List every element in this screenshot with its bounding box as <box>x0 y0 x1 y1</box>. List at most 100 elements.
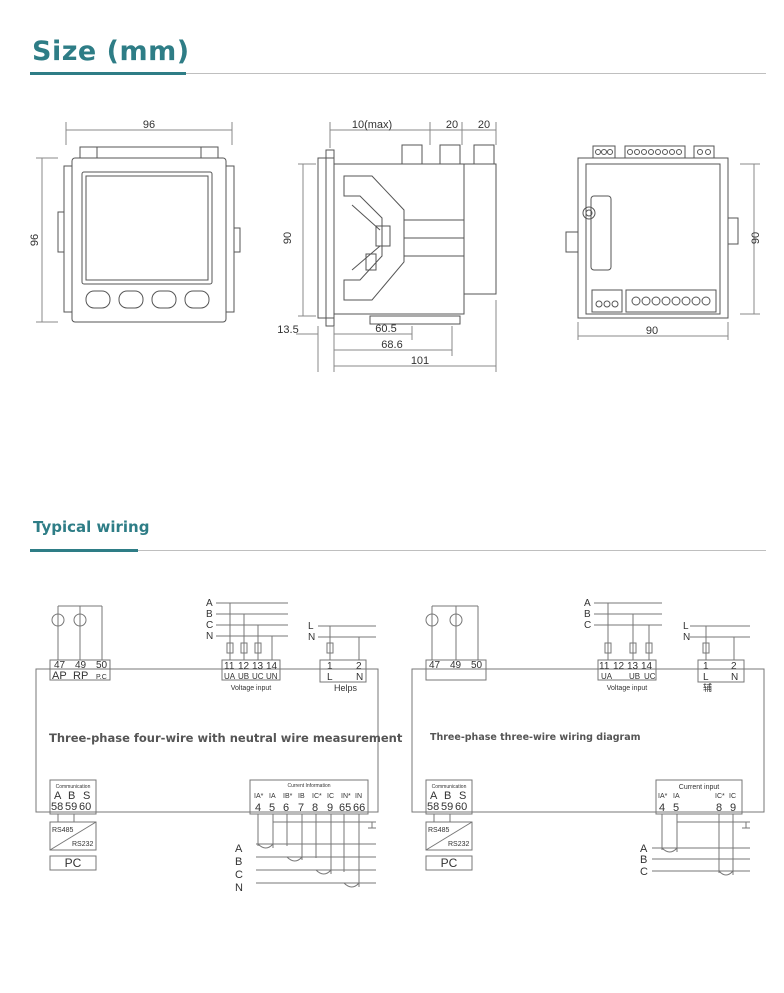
svg-text:L: L <box>703 672 709 683</box>
svg-text:IN*: IN* <box>341 793 351 800</box>
svg-text:IA: IA <box>269 793 276 800</box>
svg-text:B: B <box>68 790 75 802</box>
svg-text:N: N <box>235 882 243 894</box>
svg-text:UA: UA <box>601 672 613 681</box>
svg-text:N: N <box>731 672 738 683</box>
svg-text:Current Information: Current Information <box>287 783 330 789</box>
caption-three-wire: Three-phase three-wire wiring diagram <box>430 732 641 743</box>
svg-text:S: S <box>83 790 90 802</box>
svg-text:A: A <box>235 843 243 855</box>
svg-text:IC*: IC* <box>312 793 322 800</box>
svg-text:13: 13 <box>627 661 639 672</box>
svg-text:IB: IB <box>298 793 305 800</box>
svg-text:B: B <box>206 609 213 620</box>
svg-text:47: 47 <box>54 660 66 671</box>
svg-text:PC: PC <box>441 856 458 870</box>
svg-text:5: 5 <box>673 802 679 814</box>
svg-text:UB: UB <box>238 672 249 681</box>
svg-text:Current input: Current input <box>679 784 720 791</box>
svg-text:6: 6 <box>283 802 289 814</box>
svg-text:RS232: RS232 <box>448 841 470 848</box>
svg-text:B: B <box>444 790 451 802</box>
svg-text:IA*: IA* <box>658 793 668 800</box>
svg-text:L: L <box>683 621 689 632</box>
svg-text:UA: UA <box>224 672 236 681</box>
svg-text:60: 60 <box>455 801 467 813</box>
back-width-dim: 90 <box>646 325 658 337</box>
svg-text:UN: UN <box>266 672 278 681</box>
wiring-heading: Typical wiring <box>33 518 150 536</box>
side-seg2-dim: 20 <box>478 119 490 131</box>
svg-text:9: 9 <box>327 802 333 814</box>
svg-text:C: C <box>235 869 243 881</box>
svg-text:8: 8 <box>716 802 722 814</box>
wiring-diagram-three-wire: 47 49 50 A B C L N 11 12 13 14 UA UB UC … <box>411 598 765 878</box>
wiring-diagram-four-wire: 47 49 50 AP RP P.C A B C N L N 11 12 13 … <box>35 598 403 894</box>
svg-text:N: N <box>356 672 363 683</box>
svg-text:IB*: IB* <box>283 793 293 800</box>
svg-text:60: 60 <box>79 801 91 813</box>
svg-text:N: N <box>308 632 315 643</box>
svg-text:4: 4 <box>255 802 261 814</box>
svg-text:11: 11 <box>224 661 235 672</box>
side-seg1-dim: 20 <box>446 119 458 131</box>
svg-text:IC*: IC* <box>715 793 725 800</box>
svg-text:RS485: RS485 <box>428 827 450 834</box>
svg-text:1: 1 <box>703 661 709 672</box>
svg-text:4: 4 <box>659 802 665 814</box>
svg-text:50: 50 <box>96 660 108 671</box>
svg-text:65: 65 <box>339 802 351 814</box>
svg-text:11: 11 <box>599 661 610 672</box>
side-dim-68-6: 68.6 <box>381 339 402 351</box>
svg-text:A: A <box>54 790 62 802</box>
svg-text:14: 14 <box>266 661 278 672</box>
svg-text:12: 12 <box>238 661 250 672</box>
back-view-drawing <box>565 145 760 340</box>
svg-text:59: 59 <box>441 801 453 813</box>
svg-text:50: 50 <box>471 660 483 671</box>
svg-text:2: 2 <box>731 661 737 672</box>
svg-text:1: 1 <box>327 661 333 672</box>
svg-text:2: 2 <box>356 661 362 672</box>
svg-text:IC: IC <box>327 793 334 800</box>
side-view-drawing <box>296 122 497 372</box>
svg-text:A: A <box>206 598 213 609</box>
svg-text:59: 59 <box>65 801 77 813</box>
svg-text:C: C <box>640 866 648 878</box>
caption-four-wire: Three-phase four-wire with neutral wire … <box>49 731 403 745</box>
side-dim-60-5: 60.5 <box>375 323 396 335</box>
svg-text:58: 58 <box>51 801 63 813</box>
svg-text:49: 49 <box>75 660 87 671</box>
svg-text:8: 8 <box>312 802 318 814</box>
front-width-dim: 96 <box>143 119 155 131</box>
svg-text:Communication: Communication <box>432 784 467 790</box>
svg-text:Communication: Communication <box>56 784 91 790</box>
svg-text:B: B <box>640 854 647 866</box>
svg-text:IA*: IA* <box>254 793 264 800</box>
svg-text:IC: IC <box>729 793 736 800</box>
svg-text:B: B <box>235 856 242 868</box>
svg-text:RS485: RS485 <box>52 827 74 834</box>
svg-text:66: 66 <box>353 802 365 814</box>
svg-text:N: N <box>206 631 213 642</box>
svg-text:L: L <box>308 621 314 632</box>
size-heading-underline <box>30 72 186 75</box>
svg-text:13: 13 <box>252 661 264 672</box>
svg-text:C: C <box>206 620 213 631</box>
svg-text:47: 47 <box>429 660 441 671</box>
svg-text:IN: IN <box>355 793 362 800</box>
front-height-dim: 96 <box>29 234 41 246</box>
svg-text:UC: UC <box>644 672 656 681</box>
side-dim-101: 101 <box>411 355 429 367</box>
size-heading: Size (mm) <box>32 36 190 67</box>
svg-text:A: A <box>640 843 648 855</box>
svg-text:B: B <box>584 609 591 620</box>
svg-text:RS232: RS232 <box>72 841 94 848</box>
svg-text:辅: 辅 <box>703 682 712 693</box>
side-height-dim: 90 <box>282 232 294 244</box>
side-dim-13-5: 13.5 <box>277 324 298 336</box>
svg-text:UB: UB <box>629 672 640 681</box>
back-height-dim: 90 <box>750 232 762 244</box>
svg-text:UC: UC <box>252 672 264 681</box>
